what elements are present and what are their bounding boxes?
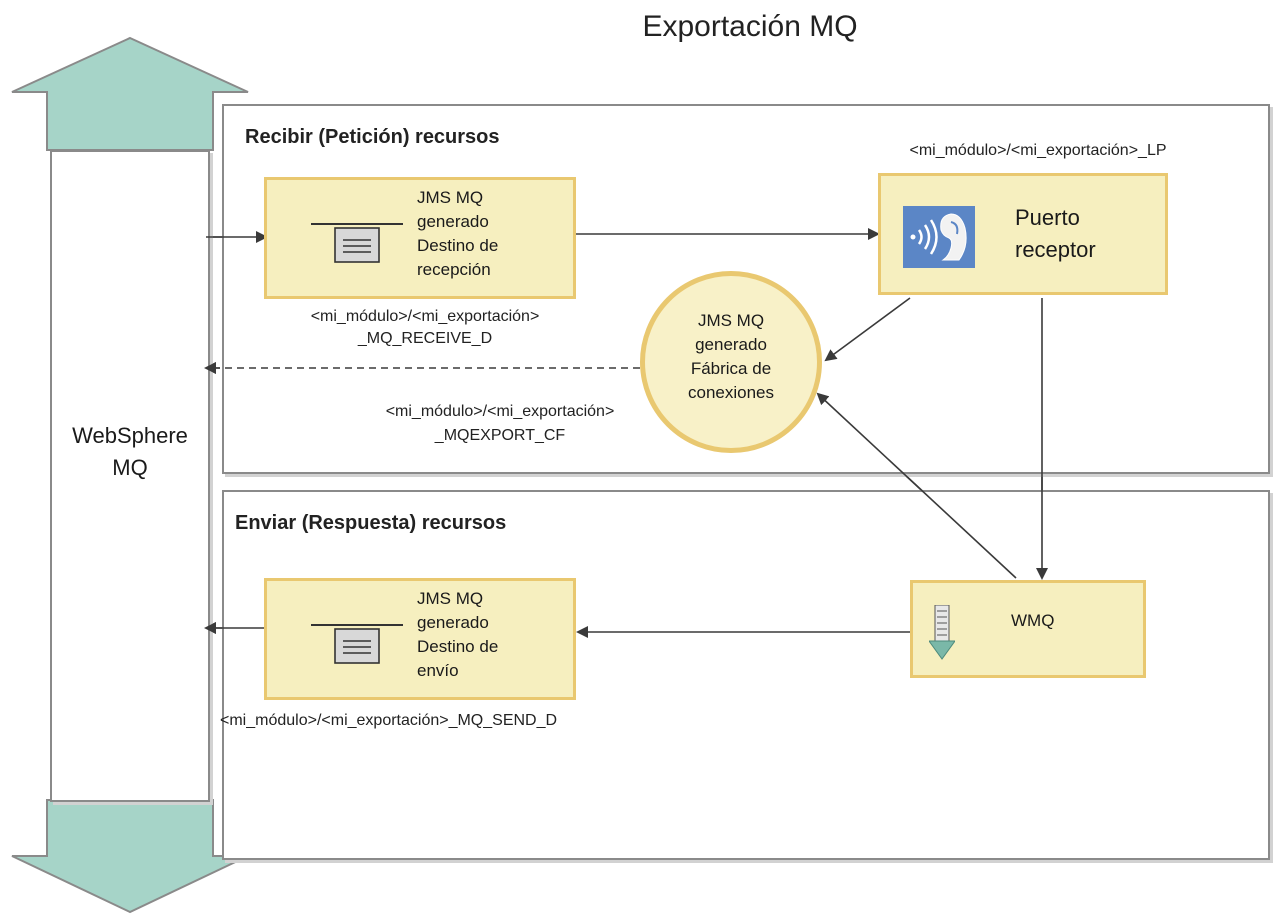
receive-panel-title: Recibir (Petición) recursos [245, 126, 500, 148]
receive-destination-text: JMS MQ generado Destino de recepción [417, 188, 499, 279]
diagram-title: Exportación MQ [642, 10, 858, 43]
websphere-mq-label: WebSphere MQ [72, 423, 188, 480]
receive-destination-node[interactable]: JMS MQ generado Destino de recepción [264, 177, 576, 299]
connection-factory-jndi: <mi_módulo>/<mi_exportación> _MQEXPORT_C… [385, 403, 615, 444]
listener-port-node[interactable]: Puerto receptor [878, 173, 1168, 295]
websphere-mq-column [50, 150, 210, 802]
ear-icon [903, 206, 975, 268]
send-destination-jndi: <mi_módulo>/<mi_exportación>_MQ_SEND_D [220, 712, 558, 729]
connection-factory-node[interactable] [640, 271, 822, 453]
download-arrow-icon [929, 605, 955, 660]
send-destination-text: JMS MQ generado Destino de envío [417, 589, 499, 680]
queue-icon [311, 223, 403, 263]
connector-listener-to-cf [824, 297, 911, 362]
connector-wmq-to-cf [816, 392, 1017, 579]
send-panel-title: Enviar (Respuesta) recursos [235, 512, 507, 534]
receive-destination-jndi: <mi_módulo>/<mi_exportación> _MQ_RECEIVE… [310, 308, 540, 347]
queue-icon [311, 624, 403, 664]
down-arrow-head [11, 799, 249, 914]
wmq-label: WMQ [1011, 611, 1055, 630]
connection-factory-text: JMS MQ generado Fábrica de conexiones [687, 311, 774, 402]
send-destination-node[interactable]: JMS MQ generado Destino de envío [264, 578, 576, 700]
listener-port-text: Puerto receptor [1015, 205, 1096, 262]
wmq-node[interactable]: WMQ [910, 580, 1146, 678]
listener-port-jndi: <mi_módulo>/<mi_exportación>_LP [909, 142, 1167, 159]
